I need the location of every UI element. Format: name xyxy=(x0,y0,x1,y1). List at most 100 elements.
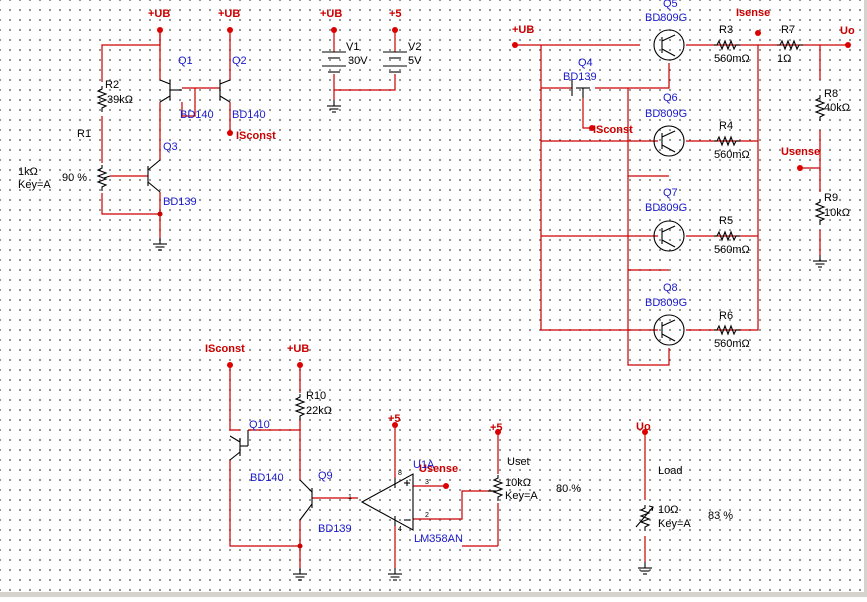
load-block: Uo Load 10Ω Key=A 83 % xyxy=(635,421,733,575)
r10-ref: R10 xyxy=(306,390,326,402)
p5-port-1[interactable] xyxy=(392,27,398,33)
r5-ref: R5 xyxy=(719,215,733,227)
usense-port-1[interactable] xyxy=(797,165,803,171)
ground-icon xyxy=(152,237,168,251)
r3-ref: R3 xyxy=(719,24,733,36)
isconst-label-2: ISconst xyxy=(593,124,633,136)
q10-transistor[interactable] xyxy=(229,430,249,461)
p5-port-3[interactable] xyxy=(495,429,501,435)
ub-label-2: +UB xyxy=(218,8,240,20)
r1-ref: R1 xyxy=(77,128,91,140)
isconst-port-3[interactable] xyxy=(227,362,233,368)
p5-port-2[interactable] xyxy=(392,422,398,428)
r6-ref: R6 xyxy=(719,310,733,322)
u1a-pin4: 4 xyxy=(398,526,402,533)
p5-label-3: +5 xyxy=(490,422,503,434)
u1a-pin8: 8 xyxy=(398,470,402,477)
isconst-label-1: ISconst xyxy=(236,130,276,142)
vertical-scrollbar[interactable] xyxy=(864,0,867,597)
q3-part: BD139 xyxy=(163,196,197,208)
ub-port-1[interactable] xyxy=(157,27,163,33)
r1-key: Key=A xyxy=(18,179,51,191)
ground-icon xyxy=(326,99,342,113)
q1-ref: Q1 xyxy=(178,55,193,67)
r2-value: 39kΩ xyxy=(107,94,133,106)
usense-port-2[interactable] xyxy=(443,483,449,489)
q2-ref: Q2 xyxy=(232,55,247,67)
r7-ref: R7 xyxy=(781,24,795,36)
q10-ref: Q10 xyxy=(249,419,270,431)
u1a-part: LM358AN xyxy=(414,533,463,545)
q5-transistor[interactable] xyxy=(653,29,685,61)
uset-potentiometer[interactable] xyxy=(488,474,503,502)
ub-label-5: +UB xyxy=(287,343,309,355)
q1-transistor[interactable] xyxy=(159,79,182,103)
r10-value: 22kΩ xyxy=(306,405,332,417)
uo-label-1: Uo xyxy=(840,25,855,37)
usense-label-2: Usense xyxy=(419,463,458,475)
driver-block: ISconst +UB R10 22kΩ Q10 BD140 Q9 BD139 xyxy=(205,343,358,581)
ground-icon xyxy=(292,567,308,581)
ground-icon xyxy=(812,254,828,268)
ub-port-4[interactable] xyxy=(512,42,518,48)
uo-port-1[interactable] xyxy=(845,42,851,48)
uset-percent: 80 % xyxy=(556,483,581,495)
q3-ref: Q3 xyxy=(163,141,178,153)
q5-ref: Q5 xyxy=(663,0,678,10)
isense-label: Isense xyxy=(736,7,770,19)
q6-part: BD809G xyxy=(645,108,687,120)
q9-transistor[interactable] xyxy=(299,479,313,521)
v2-ref: V2 xyxy=(408,41,421,53)
isconst-port-1[interactable] xyxy=(227,130,233,136)
r1-potentiometer[interactable] xyxy=(97,164,111,192)
isconst-port-2[interactable] xyxy=(589,125,595,131)
r10-resistor[interactable] xyxy=(295,393,305,421)
ub-label-4: +UB xyxy=(512,24,534,36)
r4-value: 560mΩ xyxy=(714,149,750,161)
ground-icon xyxy=(387,567,403,581)
q4-part: BD139 xyxy=(563,71,597,83)
u1a-opamp[interactable] xyxy=(360,473,414,531)
q1-part: BD140 xyxy=(180,109,214,121)
r1-percent: 90 % xyxy=(62,172,87,184)
r9-ref: R9 xyxy=(824,192,838,204)
ub-label-3: +UB xyxy=(320,8,342,20)
r8-ref: R8 xyxy=(824,88,838,100)
load-potentiometer[interactable] xyxy=(635,504,654,532)
uo-port-2[interactable] xyxy=(642,429,648,435)
horizontal-scrollbar[interactable] xyxy=(0,592,867,597)
load-percent: 83 % xyxy=(708,510,733,522)
ub-port-2[interactable] xyxy=(227,27,233,33)
q4-transistor[interactable] xyxy=(571,80,590,98)
v2-value: 5V xyxy=(408,55,422,67)
q8-part: BD809G xyxy=(645,297,687,309)
ground-icon xyxy=(637,561,653,575)
r3-value: 560mΩ xyxy=(714,53,750,65)
v2-battery[interactable] xyxy=(383,51,407,73)
p5-label-1: +5 xyxy=(389,8,402,20)
q6-transistor[interactable] xyxy=(653,125,685,157)
q7-transistor[interactable] xyxy=(653,220,685,252)
uset-value: 10kΩ xyxy=(505,477,531,489)
q3-transistor[interactable] xyxy=(147,159,161,193)
r8-resistor[interactable] xyxy=(815,94,825,122)
r4-ref: R4 xyxy=(719,120,733,132)
ub-port-3[interactable] xyxy=(331,27,337,33)
q7-ref: Q7 xyxy=(663,187,678,199)
q4-ref: Q4 xyxy=(578,57,593,69)
ub-label-1: +UB xyxy=(148,8,170,20)
r2-ref: R2 xyxy=(105,79,119,91)
r8-value: 40kΩ xyxy=(824,102,850,114)
isense-port-1[interactable] xyxy=(755,30,761,36)
v1-battery[interactable] xyxy=(322,51,346,73)
ub-port-5[interactable] xyxy=(297,362,303,368)
usense-label-1: Usense xyxy=(781,146,820,158)
q8-transistor[interactable] xyxy=(653,314,685,346)
q7-part: BD809G xyxy=(645,202,687,214)
r9-resistor[interactable] xyxy=(815,198,825,226)
junction-dot xyxy=(157,211,163,217)
load-ref: Load xyxy=(658,465,682,477)
q2-transistor[interactable] xyxy=(219,79,231,103)
